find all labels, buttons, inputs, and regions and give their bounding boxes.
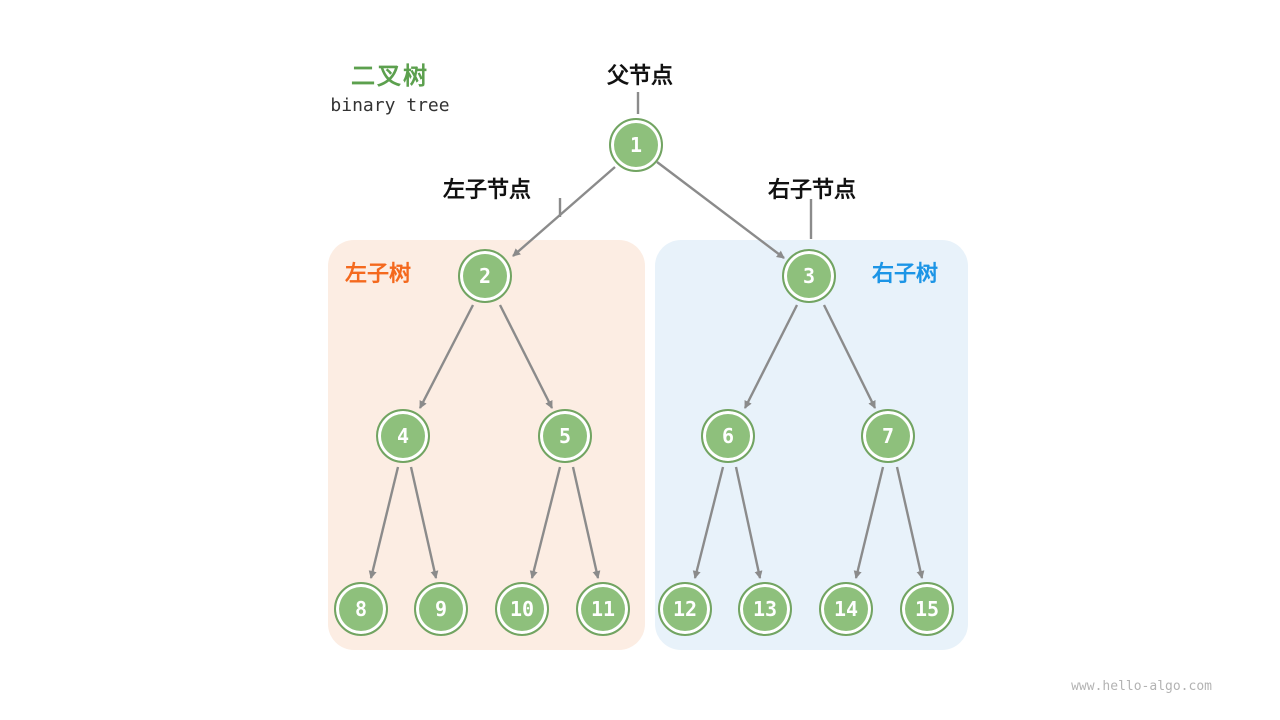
diagram-title-en: binary tree xyxy=(330,95,450,116)
tree-node-15: 15 xyxy=(900,582,954,636)
tree-node-8: 8 xyxy=(334,582,388,636)
tree-node-11: 11 xyxy=(576,582,630,636)
tree-node-5: 5 xyxy=(538,409,592,463)
tree-node-12: 12 xyxy=(658,582,712,636)
tree-node-3: 3 xyxy=(782,249,836,303)
tree-node-10: 10 xyxy=(495,582,549,636)
parent-node-label: 父节点 xyxy=(606,63,673,88)
tree-node-7: 7 xyxy=(861,409,915,463)
tree-node-9: 9 xyxy=(414,582,468,636)
left-subtree-label: 左子树 xyxy=(345,261,412,286)
tree-node-13: 13 xyxy=(738,582,792,636)
tree-node-4: 4 xyxy=(376,409,430,463)
tree-node-14: 14 xyxy=(819,582,873,636)
left-child-label: 左子节点 xyxy=(442,177,531,202)
watermark: www.hello-algo.com xyxy=(1071,679,1212,694)
right-child-label: 右子节点 xyxy=(767,177,856,202)
tree-node-6: 6 xyxy=(701,409,755,463)
tree-node-2: 2 xyxy=(458,249,512,303)
diagram-title-zh: 二叉树 xyxy=(351,63,429,90)
right-subtree-label: 右子树 xyxy=(872,261,939,286)
tree-node-1: 1 xyxy=(609,118,663,172)
